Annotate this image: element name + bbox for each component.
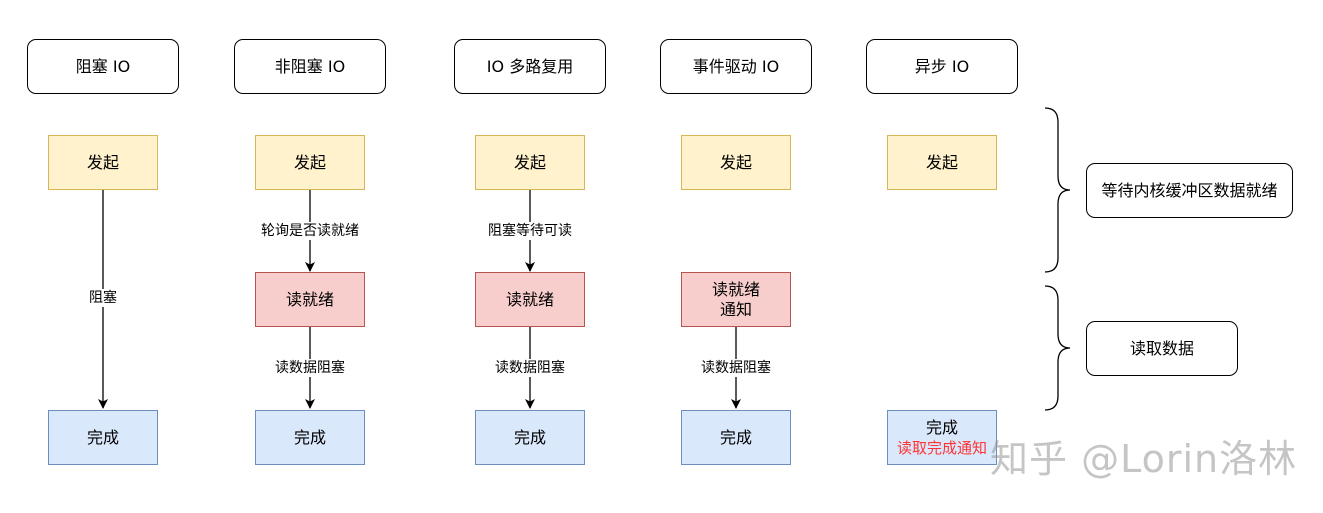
brace-wait-phase bbox=[1044, 107, 1071, 273]
box-label: 发起 bbox=[925, 152, 958, 172]
header-nonblocking-io: 非阻塞 IO bbox=[234, 39, 386, 94]
box-label: 完成 bbox=[86, 427, 119, 447]
header-event-driven-io: 事件驱动 IO bbox=[660, 39, 812, 94]
done-box-event: 完成 bbox=[681, 410, 791, 465]
ready-notify-box-event: 读就绪 通知 bbox=[681, 272, 791, 327]
phase-label: 等待内核缓冲区数据就绪 bbox=[1101, 180, 1278, 200]
initiate-box-async: 发起 bbox=[887, 135, 997, 190]
brace-read-phase bbox=[1044, 285, 1071, 411]
header-blocking-io: 阻塞 IO bbox=[27, 39, 179, 94]
done-box-multiplex: 完成 bbox=[475, 410, 585, 465]
header-label: 非阻塞 IO bbox=[274, 56, 346, 76]
edge-label-poll: 轮询是否读就绪 bbox=[260, 222, 360, 240]
box-label: 完成 bbox=[513, 427, 546, 447]
phase-wait-data-ready: 等待内核缓冲区数据就绪 bbox=[1086, 163, 1293, 218]
box-label: 完成 bbox=[925, 417, 958, 437]
header-async-io: 异步 IO bbox=[866, 39, 1018, 94]
done-box-async: 完成 读取完成通知 bbox=[887, 410, 997, 465]
box-label: 完成 bbox=[719, 427, 752, 447]
initiate-box-multiplex: 发起 bbox=[475, 135, 585, 190]
completion-notice-label: 读取完成通知 bbox=[896, 438, 987, 457]
box-label: 读就绪 bbox=[285, 289, 334, 309]
done-box-blocking: 完成 bbox=[48, 410, 158, 465]
ready-box-multiplex: 读就绪 bbox=[475, 272, 585, 327]
header-label: 事件驱动 IO bbox=[692, 56, 780, 76]
edge-label-read-block: 读数据阻塞 bbox=[700, 359, 772, 377]
header-label: 异步 IO bbox=[914, 56, 970, 76]
header-label: 阻塞 IO bbox=[75, 56, 131, 76]
edge-label-read-block: 读数据阻塞 bbox=[494, 359, 566, 377]
phase-read-data: 读取数据 bbox=[1086, 321, 1238, 376]
initiate-box-blocking: 发起 bbox=[48, 135, 158, 190]
ready-box-nonblocking: 读就绪 bbox=[255, 272, 365, 327]
box-label: 发起 bbox=[86, 152, 119, 172]
box-label: 发起 bbox=[719, 152, 752, 172]
edge-label-blocking: 阻塞 bbox=[88, 289, 118, 307]
box-label: 发起 bbox=[293, 152, 326, 172]
box-label: 读就绪 bbox=[505, 289, 554, 309]
phase-label: 读取数据 bbox=[1129, 338, 1194, 358]
box-label-line1: 读就绪 bbox=[711, 279, 760, 299]
box-label: 发起 bbox=[513, 152, 546, 172]
initiate-box-nonblocking: 发起 bbox=[255, 135, 365, 190]
header-label: IO 多路复用 bbox=[486, 56, 574, 76]
watermark: 知乎 @Lorin洛林 bbox=[990, 437, 1298, 481]
box-label: 完成 bbox=[293, 427, 326, 447]
header-io-multiplexing: IO 多路复用 bbox=[454, 39, 606, 94]
done-box-nonblocking: 完成 bbox=[255, 410, 365, 465]
edge-label-read-block: 读数据阻塞 bbox=[274, 359, 346, 377]
initiate-box-event: 发起 bbox=[681, 135, 791, 190]
edge-label-wait-readable: 阻塞等待可读 bbox=[487, 222, 573, 240]
box-label-line2: 通知 bbox=[719, 299, 752, 319]
